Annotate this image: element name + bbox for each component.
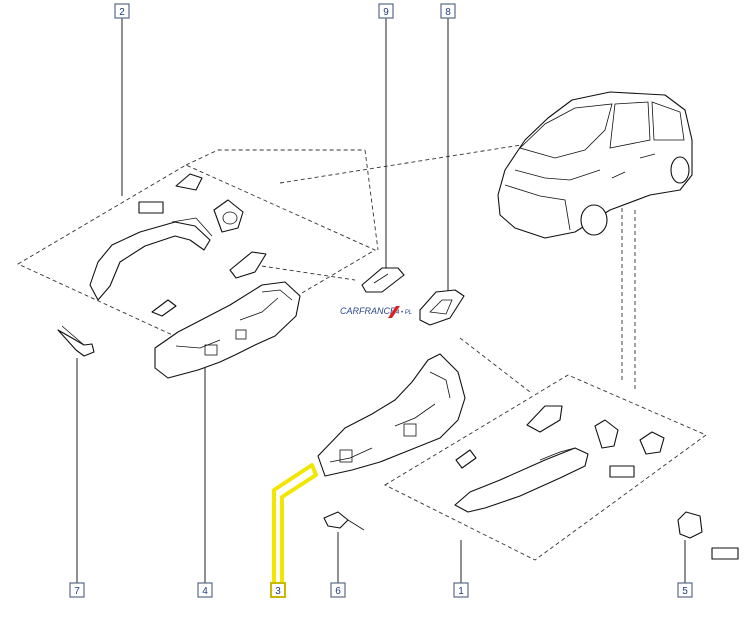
callout-5[interactable]: 5 — [677, 582, 693, 598]
callout-7-label: 7 — [74, 586, 80, 597]
right-assembly-parts — [317, 353, 739, 560]
dashed-reference-lines — [254, 138, 636, 393]
watermark-logo: CARFRANCE 4 • PL — [340, 306, 412, 318]
middle-gaskets — [361, 267, 465, 326]
right-assembly-frame — [384, 374, 707, 561]
callout-4-label: 4 — [202, 586, 208, 597]
callout-2[interactable]: 2 — [114, 3, 130, 19]
callout-3[interactable]: 3 — [270, 582, 286, 598]
watermark-flag-mark — [388, 306, 400, 318]
watermark-suffix: 4 • PL — [396, 310, 412, 316]
callout-8-label: 8 — [445, 7, 451, 18]
callout-6[interactable]: 6 — [330, 582, 346, 598]
callout-1[interactable]: 1 — [453, 582, 469, 598]
callout-1-label: 1 — [458, 586, 464, 597]
leader-lines — [76, 18, 686, 583]
highlighted-leader-3 — [272, 463, 318, 584]
callout-4[interactable]: 4 — [197, 582, 213, 598]
callout-8[interactable]: 8 — [440, 3, 456, 19]
callout-9[interactable]: 9 — [378, 3, 394, 19]
callout-2-label: 2 — [119, 7, 125, 18]
callout-3-label: 3 — [275, 586, 281, 597]
car-illustration — [497, 91, 693, 239]
callout-6-label: 6 — [335, 586, 341, 597]
callout-5-label: 5 — [682, 586, 688, 597]
callout-7[interactable]: 7 — [69, 582, 85, 598]
left-assembly-parts — [57, 173, 301, 379]
callout-9-label: 9 — [383, 7, 389, 18]
left-assembly-frame — [17, 149, 376, 351]
watermark-brand: CARFRANCE — [340, 306, 397, 316]
